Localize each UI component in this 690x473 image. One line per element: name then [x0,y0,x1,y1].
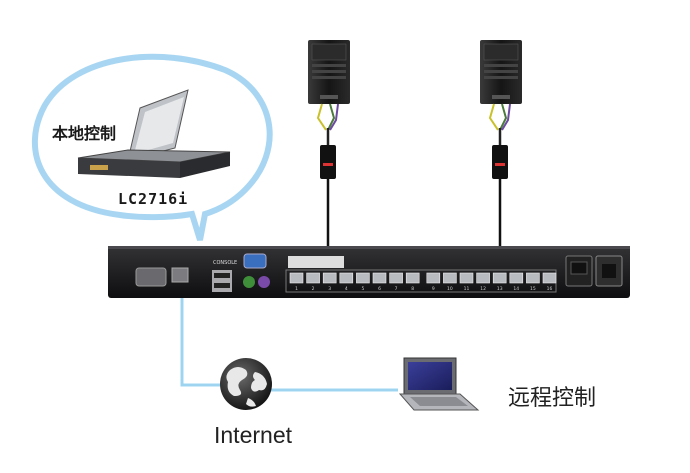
model-label: LC2716i [118,190,188,208]
rj45-port [356,273,369,283]
ps2-keyboard-port [258,276,270,288]
ps2-mouse-port [243,276,255,288]
lan-port [172,268,188,282]
port-number-label: 12 [480,286,486,292]
port-number-label: 2 [312,286,315,292]
server-tower-2 [480,40,522,104]
rj45-port [373,273,386,283]
cable-adapter-2 [490,104,510,252]
port-number-label: 13 [497,286,503,292]
rj45-port [323,273,336,283]
rj45-port [443,273,456,283]
rj45-port [427,273,440,283]
port-number-label: 8 [411,286,414,292]
rj45-port [406,273,419,283]
local-control-label: 本地控制 [52,120,116,144]
port-number-label: 10 [447,286,453,292]
network-links [182,290,398,390]
rj45-port [460,273,473,283]
port-number-label: 11 [464,286,470,292]
rj45-port [493,273,506,283]
rj45-port [307,273,320,283]
internet-globe-icon [220,358,272,410]
cable-adapter-1 [318,104,338,252]
port-number-label: 14 [513,286,519,292]
console-text: CONSOLE [213,260,237,266]
port-number-label: 7 [395,286,398,292]
port-number-label: 6 [378,286,381,292]
port-number-label: 1 [295,286,298,292]
laptop-icon [400,358,478,410]
port-number-label: 9 [432,286,435,292]
rj45-port [510,273,523,283]
port-number-label: 4 [345,286,348,292]
vga-port [244,254,266,268]
port-number-label: 3 [328,286,331,292]
rj45-port [390,273,403,283]
rj45-port [526,273,539,283]
rj45-port [543,273,556,283]
port-number-label: 5 [361,286,364,292]
rj45-port [477,273,490,283]
remote-control-label: 远程控制 [508,380,596,412]
internet-label: Internet [214,422,292,449]
rj45-port [340,273,353,283]
server-tower-1 [308,40,350,104]
product-label [288,256,344,268]
serial-port [136,268,166,286]
rj45-port [290,273,303,283]
port-number-label: 16 [547,286,553,292]
port-number-label: 15 [530,286,536,292]
